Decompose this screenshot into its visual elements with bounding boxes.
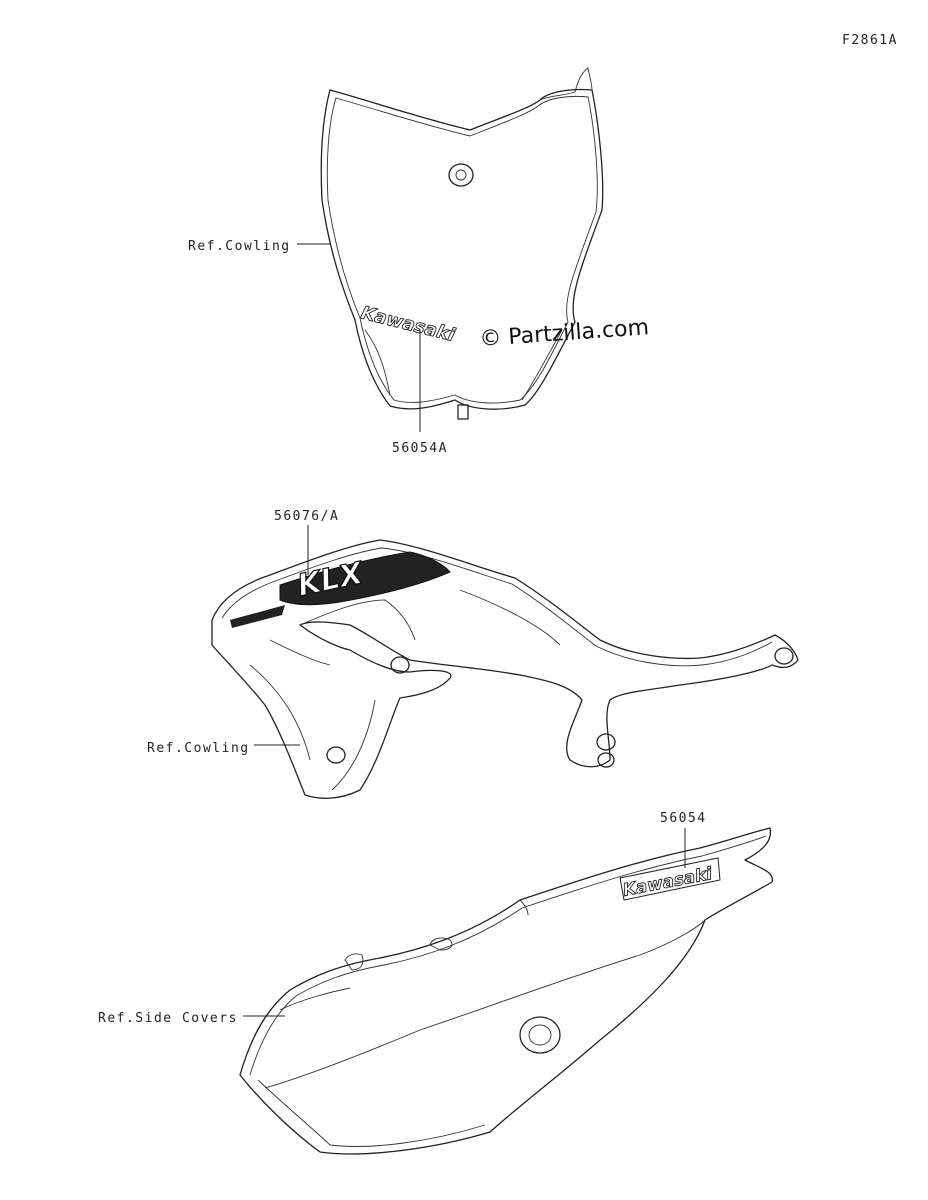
- svg-text:Kawasaki: Kawasaki: [359, 302, 458, 346]
- side-cover: Kawasaki: [239, 827, 773, 1155]
- label-ref-side-covers: Ref.Side Covers: [98, 1011, 238, 1026]
- label-ref-cowling-top: Ref.Cowling: [188, 239, 291, 254]
- front-number-plate: Kawasaki: [320, 67, 604, 420]
- label-part-56054: 56054: [660, 811, 707, 826]
- label-ref-cowling-mid: Ref.Cowling: [147, 741, 250, 756]
- kawasaki-decal-front: Kawasaki: [358, 302, 458, 347]
- diagram-code: F2861A: [842, 33, 898, 48]
- radiator-shroud: KLX: [211, 539, 799, 799]
- label-part-56076A: 56076/A: [274, 509, 339, 524]
- watermark-partzilla: © Partzilla.com: [479, 315, 650, 352]
- label-part-56054A: 56054A: [392, 441, 448, 456]
